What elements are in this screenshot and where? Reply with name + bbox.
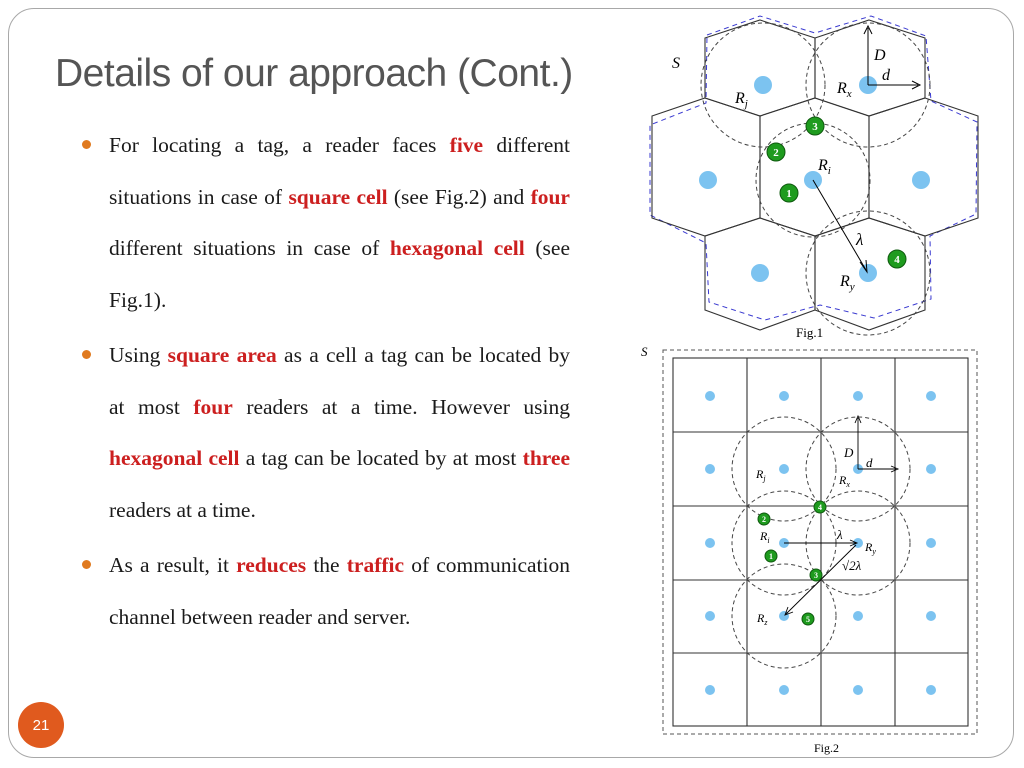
fig2-reader-label-i: Ri — [759, 529, 770, 545]
fig1-situation-1: 1 — [779, 183, 799, 203]
fig1-hexagonal-diagram: S D d λ Rj Rx Ri Ry 1 2 3 4 Fig.1 — [649, 15, 979, 340]
fig1-area-label: S — [672, 55, 680, 72]
bullet-highlight-text: four — [193, 394, 233, 419]
fig1-reader-dots — [699, 76, 930, 282]
bullet-text: (see Fig.1). — [109, 236, 570, 312]
bullet-text: a tag can be located by at most — [239, 446, 523, 470]
fig2-reader-label-x: Rx — [838, 473, 850, 489]
fig2-situation-badges: 1 2 3 4 5 — [757, 500, 827, 626]
svg-text:2: 2 — [773, 147, 779, 159]
fig2-square-grid — [672, 357, 969, 727]
bullet-highlight-text: square area — [167, 343, 277, 367]
fig1-situation-2: 2 — [766, 142, 786, 162]
bullet-item: For locating a tag, a reader faces five … — [82, 120, 570, 326]
bullet-text: of communication channel between reader … — [109, 553, 570, 629]
svg-text:1: 1 — [769, 552, 773, 561]
fig2-reader-dots — [705, 391, 936, 695]
slide-title: Details of our approach (Cont.) — [55, 52, 573, 95]
fig1-boundary — [649, 15, 978, 321]
svg-text:2: 2 — [762, 515, 766, 524]
fig2-reader-label-z: Rz — [756, 611, 768, 627]
fig2-situation-5: 5 — [801, 612, 815, 626]
svg-text:5: 5 — [806, 615, 810, 624]
slide-frame — [8, 8, 1014, 758]
fig1-hex-grid — [651, 19, 979, 331]
fig2-caption: Fig.2 — [814, 741, 839, 755]
fig2-situation-2: 2 — [757, 512, 771, 526]
bullet-text: different situations in case of — [109, 133, 571, 209]
fig2-situation-3: 3 — [809, 568, 823, 582]
bullet-text: different situations in case of — [109, 236, 390, 260]
fig2-reader-label-j: Rj — [755, 467, 766, 483]
bullet-item: As a result, it reduces the traffic of c… — [82, 540, 570, 643]
fig1-reader-label-y: Ry — [839, 273, 855, 293]
fig1-reader-label-j: Rj — [734, 90, 748, 110]
bullet-highlight-text: three — [522, 446, 571, 470]
bullet-list: For locating a tag, a reader faces five … — [82, 120, 570, 643]
bullet-highlight-text: traffic — [346, 553, 405, 577]
fig1-dimension-arrows — [812, 24, 922, 274]
bullet-text: readers at a time. — [109, 497, 256, 522]
fig1-caption: Fig.1 — [796, 325, 823, 340]
bullet-highlight-text: reduces — [236, 553, 307, 577]
bullet-item: Using square area as a cell a tag can be… — [82, 330, 570, 536]
fig1-lambda: λ — [855, 230, 863, 249]
fig2-dim-d: d — [866, 455, 873, 470]
svg-text:4: 4 — [818, 503, 822, 512]
fig2-square-diagram: S D d λ √2λ Rj Rx Ri Ry Rz 1 2 3 4 5 Fig… — [641, 344, 978, 755]
bullet-text: the — [306, 553, 347, 577]
fig2-lambda: λ — [836, 527, 843, 542]
svg-text:4: 4 — [894, 254, 900, 266]
bullet-highlight-text: four — [530, 184, 570, 209]
fig1-reader-label-x: Rx — [836, 80, 852, 100]
fig1-dim-D: D — [873, 47, 886, 64]
bullet-text: As a result, it — [109, 553, 237, 577]
bullet-highlight-text: hexagonal cell — [389, 236, 525, 260]
svg-text:3: 3 — [814, 571, 818, 580]
fig1-situation-4: 4 — [887, 249, 907, 269]
bullet-text: For locating a tag, a reader faces — [109, 133, 450, 157]
fig1-situation-3: 3 — [805, 116, 825, 136]
svg-text:3: 3 — [812, 121, 818, 133]
bullet-highlight-text: five — [449, 133, 484, 157]
fig1-reader-label-i: Ri — [817, 157, 831, 177]
fig1-dim-d: d — [882, 67, 891, 84]
bullet-text: as a cell a tag can be located by at mos… — [109, 343, 570, 419]
fig2-sqrt2-lambda: √2λ — [842, 558, 862, 573]
fig2-dimension-arrows — [784, 414, 900, 616]
bullet-text: (see Fig.2) and — [387, 184, 531, 209]
page-number-badge: 21 — [18, 702, 64, 748]
bullet-text: Using — [109, 343, 168, 367]
bullet-highlight-text: square cell — [288, 184, 388, 209]
fig2-situation-4: 4 — [813, 500, 827, 514]
fig2-area-label: S — [641, 344, 648, 359]
bullet-text: readers at a time. However using — [232, 394, 570, 419]
svg-text:1: 1 — [786, 188, 792, 200]
fig2-situation-1: 1 — [764, 549, 778, 563]
fig2-reader-label-y: Ry — [864, 540, 876, 556]
fig2-dim-D: D — [843, 445, 854, 460]
bullet-highlight-text: hexagonal cell — [109, 446, 240, 470]
fig2-boundary — [662, 349, 978, 735]
fig1-situation-badges: 1 2 3 4 — [766, 116, 907, 269]
